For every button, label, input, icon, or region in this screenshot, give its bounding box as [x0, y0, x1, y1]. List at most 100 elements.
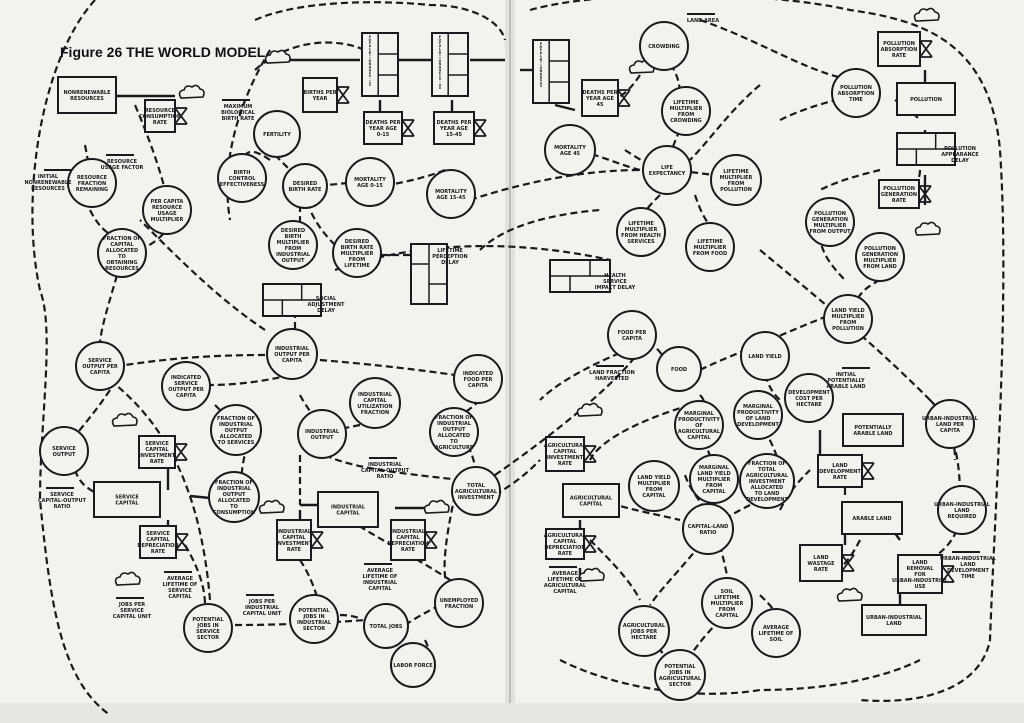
- aux-total-jobs: TOTAL JOBS: [363, 603, 409, 649]
- info-link: [693, 194, 711, 226]
- level-arable-land: ARABLE LAND: [841, 501, 903, 535]
- info-link: [469, 168, 641, 202]
- land-yield-label: LAND YIELD: [748, 354, 781, 360]
- valve-icon: [583, 445, 597, 463]
- valve-icon: [941, 565, 955, 583]
- page-bottom-edge: [0, 703, 1024, 723]
- valve-icon: [174, 443, 188, 461]
- source-sink-cloud-icon: [111, 412, 138, 427]
- loop-land-pollution: [759, 249, 962, 501]
- valve-icon: [841, 554, 855, 572]
- info-link: [494, 459, 541, 496]
- info-link: [184, 544, 207, 606]
- loop-fertility: [226, 49, 271, 221]
- loop-top-left: [254, 1, 507, 41]
- source-sink-cloud-icon: [178, 84, 205, 99]
- aux-land-yield: LAND YIELD: [740, 331, 790, 381]
- info-link: [829, 539, 861, 576]
- level-box: [431, 32, 469, 97]
- source-sink-cloud-icon: [423, 499, 450, 514]
- level-box: [861, 604, 927, 636]
- arable-land-label: ARABLE LAND: [852, 516, 891, 522]
- source-sink-cloud-icon: [264, 49, 291, 64]
- pollution-label: POLLUTION: [910, 97, 942, 103]
- info-link: [649, 544, 701, 606]
- material-flow: [554, 103, 576, 112]
- info-link: [779, 469, 811, 511]
- info-link: [299, 559, 320, 601]
- total-jobs-label: TOTAL JOBS: [369, 624, 402, 630]
- aux-labor-force: LABOR FORCE: [390, 642, 436, 688]
- aux-crowding: CROWDING: [639, 21, 689, 71]
- info-link: [324, 454, 461, 482]
